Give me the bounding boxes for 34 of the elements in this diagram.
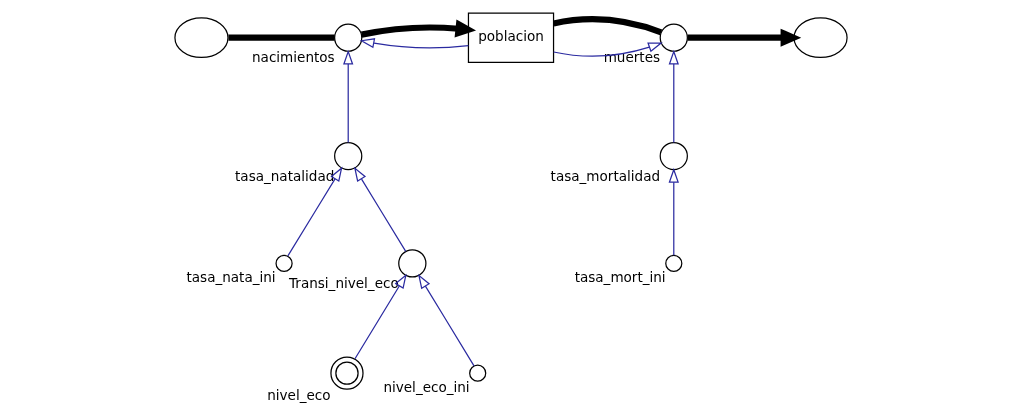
node-label: nivel_eco_ini xyxy=(383,379,470,396)
node-label: Transi_nivel_eco xyxy=(289,274,399,291)
node-circle xyxy=(659,23,688,52)
connector xyxy=(228,34,335,41)
node-cloud xyxy=(793,17,848,59)
arrow xyxy=(668,49,679,144)
node-box: poblacion xyxy=(467,12,555,63)
node-label: nacimientos xyxy=(252,49,335,66)
arrow xyxy=(287,166,343,257)
node-label: tasa_natalidad xyxy=(235,167,335,184)
node-circle xyxy=(469,364,487,382)
arrow xyxy=(359,38,469,49)
arrow xyxy=(360,19,477,38)
arrow xyxy=(353,166,407,252)
node-label: tasa_nata_ini xyxy=(186,269,276,286)
arrow xyxy=(354,273,407,360)
node-circle xyxy=(330,356,364,390)
node-label: tasa_mortalidad xyxy=(550,167,661,184)
node-circle xyxy=(398,249,427,278)
node-circle xyxy=(334,141,363,171)
node-label: muertes xyxy=(603,49,661,66)
arrow xyxy=(418,273,475,367)
arrow xyxy=(343,49,354,144)
node-circle xyxy=(659,141,688,171)
node-label: tasa_mort_ini xyxy=(574,269,666,286)
node-circle xyxy=(275,254,293,272)
arrow xyxy=(687,28,802,47)
arrow xyxy=(553,42,663,57)
node-circle xyxy=(334,23,363,52)
connector xyxy=(553,16,663,36)
node-label: nivel_eco xyxy=(267,387,331,404)
arrow xyxy=(668,167,679,256)
node-cloud xyxy=(174,17,229,59)
node-circle xyxy=(665,254,683,272)
